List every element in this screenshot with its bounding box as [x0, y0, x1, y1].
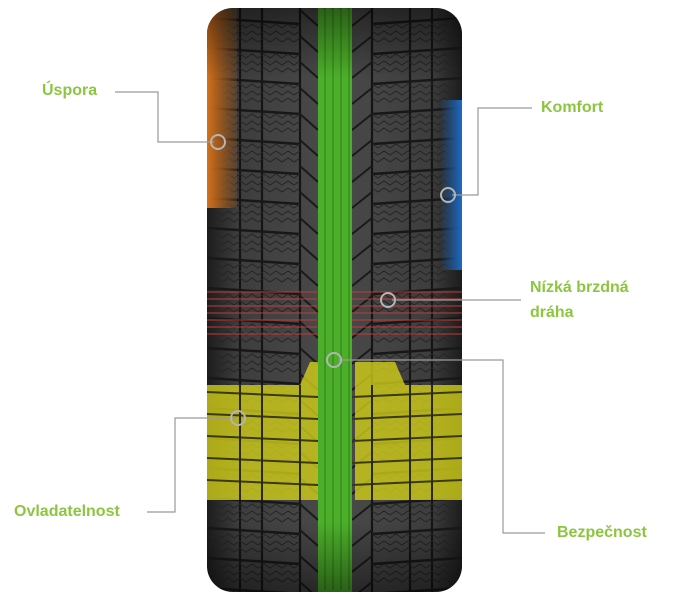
marker-nizka-brzdna-draha: [380, 292, 396, 308]
label-bezpecnost: Bezpečnost: [557, 524, 647, 541]
leader-komfort: [452, 107, 532, 196]
marker-bezpecnost: [326, 352, 342, 368]
marker-circles: [210, 134, 456, 426]
marker-uspora: [210, 134, 226, 150]
leader-ovladatelnost: [147, 417, 236, 513]
label-nizka-brzdna-draha-line2: dráha: [530, 304, 574, 321]
leader-uspora: [115, 91, 214, 143]
marker-komfort: [440, 187, 456, 203]
label-nizka-brzdna-draha-line1: Nízká brzdná: [530, 279, 629, 296]
label-uspora: Úspora: [42, 82, 98, 99]
marker-ovladatelnost: [230, 410, 246, 426]
leader-lines: [115, 91, 545, 534]
leader-bezpecnost: [338, 359, 545, 534]
label-ovladatelnost: Ovladatelnost: [14, 503, 120, 520]
label-komfort: Komfort: [541, 99, 604, 116]
